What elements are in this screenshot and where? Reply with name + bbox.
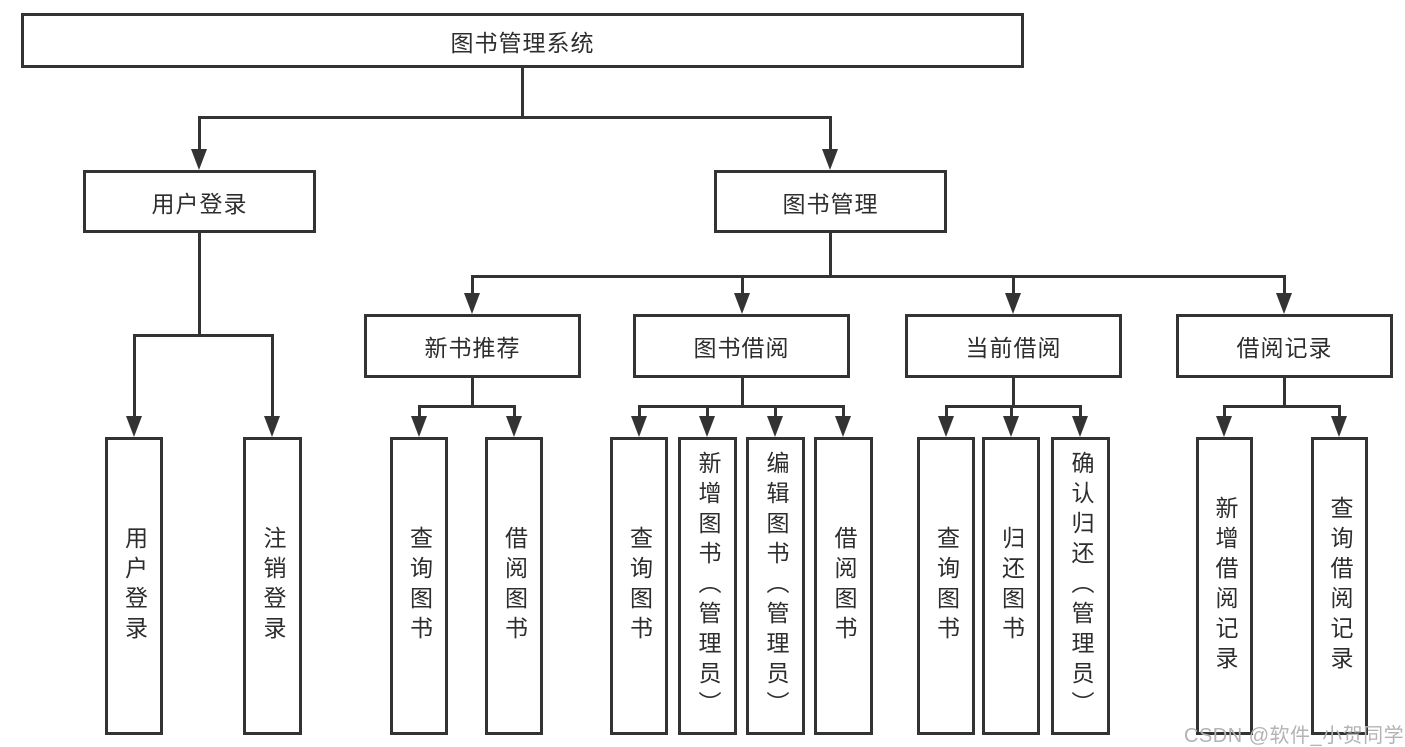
arrow-down-icon [767, 416, 783, 437]
arrow-down-icon [822, 149, 838, 170]
connector-level2-rail [198, 116, 832, 119]
connector-drop [706, 405, 709, 418]
connector-book-management-stem [829, 233, 832, 278]
connector-book-borrow-stem [741, 378, 744, 408]
connector-drop [945, 405, 948, 418]
arrow-down-icon [1072, 416, 1088, 437]
arrow-down-icon [1331, 416, 1347, 437]
connector-drop-book-borrow [741, 275, 744, 295]
connector-drop-new-book [471, 275, 474, 295]
arrow-down-icon [699, 416, 715, 437]
watermark: CSDN @软件_小贺同学 [1184, 725, 1405, 747]
node-new-book-recommend: 新书推荐 [364, 314, 581, 378]
leaf-newbook-borrow-books: 借阅图书 [485, 437, 543, 735]
connector-drop [842, 405, 845, 418]
connector-user-login-rail [133, 334, 274, 337]
connector-drop [513, 405, 516, 418]
arrow-down-icon [506, 416, 522, 437]
arrow-down-icon [126, 416, 142, 437]
arrow-down-icon [734, 293, 750, 314]
connector-drop [1338, 405, 1341, 418]
connector-current-borrow-rail [945, 405, 1081, 408]
node-current-borrow: 当前借阅 [905, 314, 1122, 378]
leaf-current-return-books: 归还图书 [982, 437, 1040, 735]
node-book-borrow: 图书借阅 [633, 314, 850, 378]
arrow-down-icon [411, 416, 427, 437]
connector-current-borrow-stem [1012, 378, 1015, 408]
leaf-current-query-books: 查询图书 [917, 437, 975, 735]
leaf-newbook-query-books: 查询图书 [390, 437, 448, 735]
leaf-logout: 注销登录 [243, 437, 302, 735]
node-root-library-system: 图书管理系统 [21, 13, 1024, 68]
connector-drop-user-login [198, 116, 201, 152]
connector-book-borrow-rail [638, 405, 844, 408]
node-borrow-records: 借阅记录 [1176, 314, 1393, 378]
leaf-borrow-add-books-admin: 新增图书（管理员） [678, 437, 737, 735]
connector-borrow-records-rail [1223, 405, 1341, 408]
leaf-records-add-borrow-record: 新增借阅记录 [1196, 437, 1253, 735]
connector-root-stem [521, 68, 524, 118]
leaf-borrow-borrow-books: 借阅图书 [814, 437, 873, 735]
leaf-borrow-edit-books-admin: 编辑图书（管理员） [746, 437, 805, 735]
connector-drop [638, 405, 641, 418]
connector-drop [774, 405, 777, 418]
connector-drop [1010, 405, 1013, 418]
connector-drop [1079, 405, 1082, 418]
arrow-down-icon [191, 149, 207, 170]
leaf-borrow-query-books: 查询图书 [610, 437, 668, 735]
connector-drop-current-borrow [1012, 275, 1015, 295]
leaf-current-confirm-return-admin: 确认归还（管理员） [1051, 437, 1110, 735]
connector-user-login-stem [198, 233, 201, 337]
arrow-down-icon [464, 293, 480, 314]
arrow-down-icon [1005, 293, 1021, 314]
connector-level3-rail [471, 275, 1285, 278]
node-book-management: 图书管理 [714, 170, 947, 233]
connector-drop-borrow-records [1283, 275, 1286, 295]
leaf-records-query-borrow-record: 查询借阅记录 [1311, 437, 1368, 735]
arrow-down-icon [1276, 293, 1292, 314]
arrow-down-icon [631, 416, 647, 437]
connector-drop-leaf-user-login [133, 334, 136, 418]
arrow-down-icon [1003, 416, 1019, 437]
arrow-down-icon [938, 416, 954, 437]
connector-drop [1223, 405, 1226, 418]
connector-drop-leaf-logout [271, 334, 274, 418]
connector-new-book-stem [471, 378, 474, 408]
node-user-login: 用户登录 [83, 170, 316, 233]
connector-drop-book-management [829, 116, 832, 152]
arrow-down-icon [835, 416, 851, 437]
arrow-down-icon [264, 416, 280, 437]
connector-borrow-records-stem [1283, 378, 1286, 408]
connector-new-book-rail [418, 405, 515, 408]
leaf-user-login: 用户登录 [105, 437, 163, 735]
arrow-down-icon [1216, 416, 1232, 437]
connector-drop [418, 405, 421, 418]
